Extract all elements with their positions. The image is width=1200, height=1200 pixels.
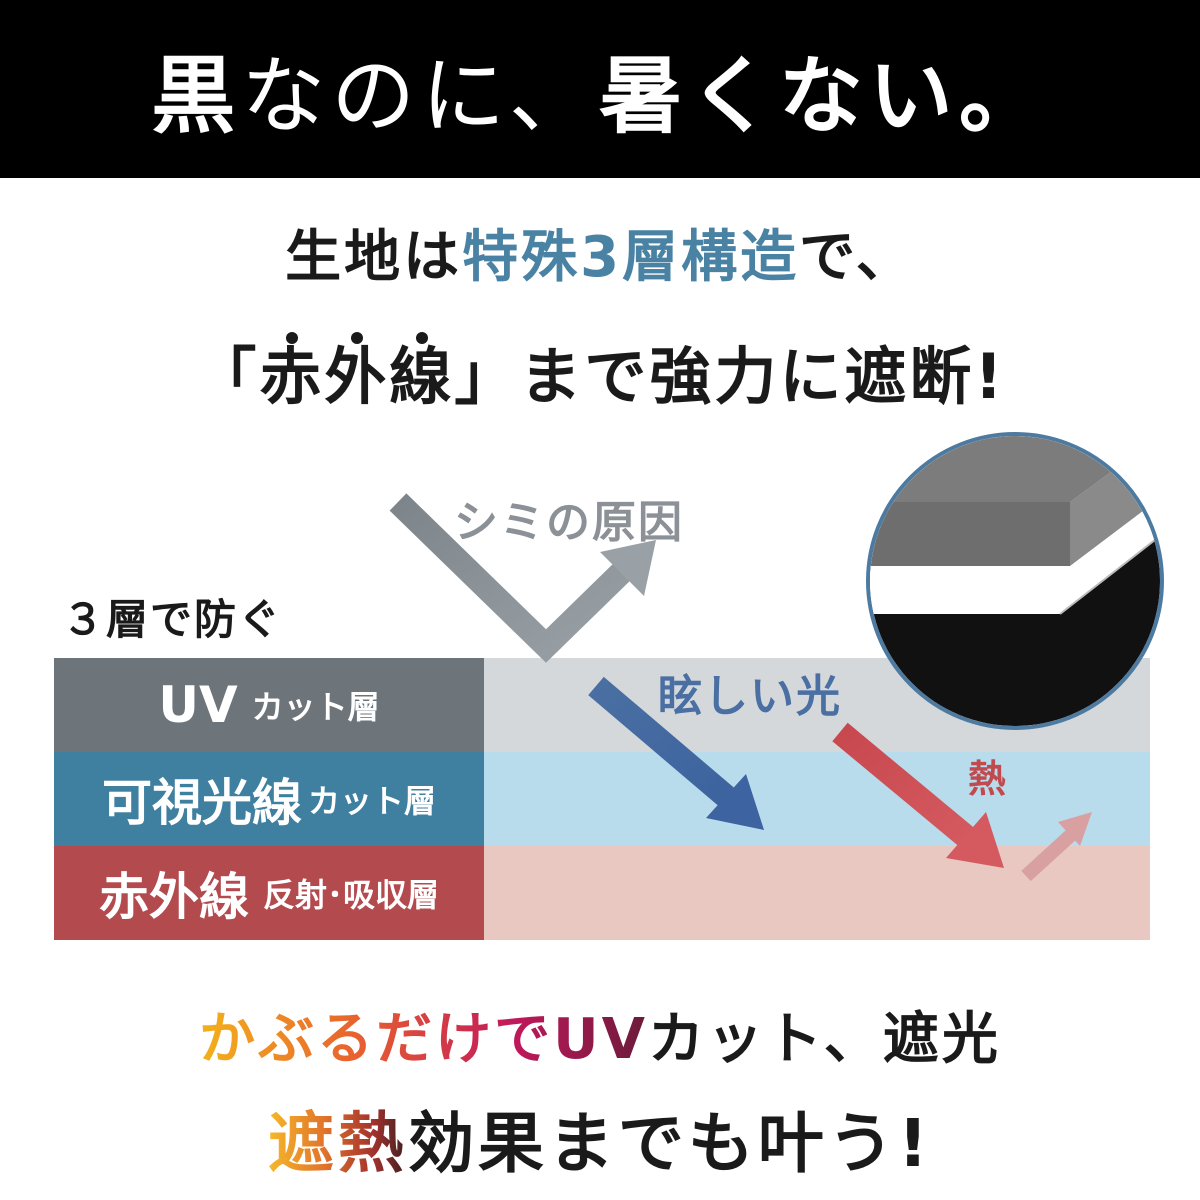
layer-visible-light: 可視光線カット層	[54, 752, 484, 846]
closing-line-1: かぶるだけでUVカット、遮光	[0, 994, 1200, 1075]
emphasis-char: 外	[324, 340, 390, 413]
lead-text: まで強力に遮断!	[519, 340, 1006, 413]
bracket: 」	[454, 340, 520, 413]
heat-label: 熱	[968, 757, 1007, 801]
closing-line-2: 遮熱効果までも叶う!	[0, 1090, 1200, 1186]
banner-title-part: なのに、	[241, 46, 599, 145]
closing-gradient-text: 遮熱	[267, 1105, 408, 1182]
closing-text: カット、遮光	[647, 1007, 1001, 1072]
fabric-layers-icon	[870, 436, 1160, 726]
three-layer-label: ３層で防ぐ	[62, 595, 283, 644]
spot-cause-label: シミの原因	[454, 497, 684, 548]
layer-sub-label: カット層	[307, 782, 436, 820]
layer-uv: UV カット層	[54, 658, 484, 752]
lead-line-2: 「赤外線」まで強力に遮断!	[0, 326, 1200, 416]
emphasis-char: 赤	[259, 340, 325, 413]
heat-arrow-icon	[832, 722, 1092, 882]
closing-gradient-text: かぶるだけでUV	[199, 1007, 648, 1072]
lead-line-1: 生地は特殊3層構造で、	[0, 212, 1200, 293]
layer-main-label: UV	[158, 676, 238, 734]
layer-sub-label: 反射･吸収層	[262, 876, 439, 914]
banner-title-part: 黒	[151, 46, 242, 145]
emphasis-char: 線	[389, 340, 455, 413]
layer-sub-label: カット層	[251, 688, 380, 726]
glare-label: 眩しい光	[658, 671, 842, 722]
fabric-layers-inset	[866, 432, 1164, 730]
lead-text: 生地は	[285, 225, 463, 290]
lead-text: で、	[799, 225, 915, 290]
uv-arrow-icon	[389, 493, 656, 663]
banner-title-part: 暑くない。	[598, 46, 1049, 145]
layer-main-label: 赤外線	[98, 868, 249, 926]
bracket: 「	[194, 340, 260, 413]
closing-text: 効果までも叶う!	[407, 1105, 933, 1182]
banner-title: 黒なのに、暑くない。	[151, 29, 1049, 150]
top-banner: 黒なのに、暑くない。	[0, 0, 1200, 178]
glare-arrow-icon	[588, 676, 764, 830]
layer-main-label: 可視光線	[101, 774, 302, 832]
lead-accent-text: 特殊3層構造	[462, 225, 800, 290]
layer-infrared: 赤外線反射･吸収層	[54, 846, 484, 940]
